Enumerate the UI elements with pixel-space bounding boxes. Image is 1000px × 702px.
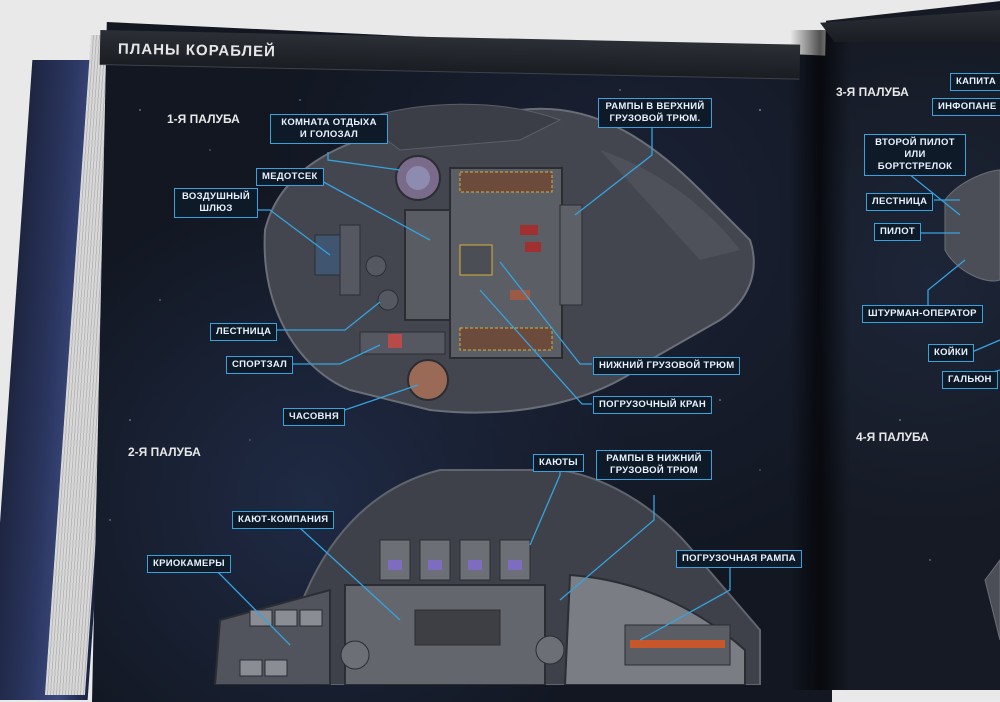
callout-stairs-deck3: ЛЕСТНИЦА (866, 193, 934, 211)
callout-ramps-lower-line1: РАМПЫ В НИЖНИЙ (606, 453, 702, 464)
callout-cabins: КАЮТЫ (533, 454, 584, 472)
deck1-label: 1-Я ПАЛУБА (167, 112, 240, 126)
book-spine-shadow (790, 30, 850, 690)
callout-bunks: КОЙКИ (928, 344, 975, 362)
callout-stairs-deck1: ЛЕСТНИЦА (210, 323, 278, 341)
callout-loading-ramp: ПОГРУЗОЧНАЯ РАМПА (676, 550, 802, 568)
callout-chapel: ЧАСОВНЯ (283, 408, 345, 426)
callout-ramps-upper-line2: ГРУЗОВОЙ ТРЮМ. (609, 113, 701, 124)
deck2-label: 2-Я ПАЛУБА (128, 445, 201, 459)
callout-infopanel: ИНФОПАНЕ (932, 98, 1000, 116)
callout-ramps-lower-line2: ГРУЗОВОЙ ТРЮМ (610, 465, 698, 476)
callout-gym: СПОРТЗАЛ (226, 356, 294, 374)
callout-captain: КАПИТА (950, 73, 1000, 91)
callout-copilot: ВТОРОЙ ПИЛОТ ИЛИ БОРТСТРЕЛОК (864, 134, 966, 176)
deck3-label: 3-Я ПАЛУБА (836, 85, 909, 99)
callout-ramps-lower: РАМПЫ В НИЖНИЙ ГРУЗОВОЙ ТРЮМ (596, 450, 712, 480)
page-title: ПЛАНЫ КОРАБЛЕЙ (117, 40, 277, 61)
callout-medbay: МЕДОТСЕК (256, 168, 324, 186)
deck4-label: 4-Я ПАЛУБА (856, 430, 929, 444)
callout-airlock-line2: ШЛЮЗ (199, 203, 233, 214)
callout-crane: ПОГРУЗОЧНЫЙ КРАН (593, 396, 713, 414)
callout-lounge: КОМНАТА ОТДЫХА И ГОЛОЗАЛ (270, 114, 388, 144)
callout-wardroom: КАЮТ-КОМПАНИЯ (232, 511, 335, 529)
callout-ramps-upper-line1: РАМПЫ В ВЕРХНИЙ (605, 101, 705, 112)
callout-cryo: КРИОКАМЕРЫ (147, 555, 231, 573)
callout-head: ГАЛЬЮН (942, 371, 998, 389)
callout-ramps-upper: РАМПЫ В ВЕРХНИЙ ГРУЗОВОЙ ТРЮМ. (598, 98, 712, 128)
callout-navigator: ШТУРМАН-ОПЕРАТОР (862, 305, 983, 323)
callout-lower-hold: НИЖНИЙ ГРУЗОВОЙ ТРЮМ (593, 357, 741, 375)
callout-pilot: ПИЛОТ (874, 223, 922, 241)
callout-airlock-line1: ВОЗДУШНЫЙ (182, 191, 250, 202)
callout-airlock: ВОЗДУШНЫЙ ШЛЮЗ (174, 188, 258, 218)
callout-lounge-line1: КОМНАТА ОТДЫХА (281, 117, 377, 128)
callout-lounge-line2: И ГОЛОЗАЛ (299, 129, 359, 140)
callout-copilot-line1: ВТОРОЙ ПИЛОТ (875, 137, 955, 148)
callout-copilot-line2: ИЛИ БОРТСТРЕЛОК (877, 149, 953, 172)
